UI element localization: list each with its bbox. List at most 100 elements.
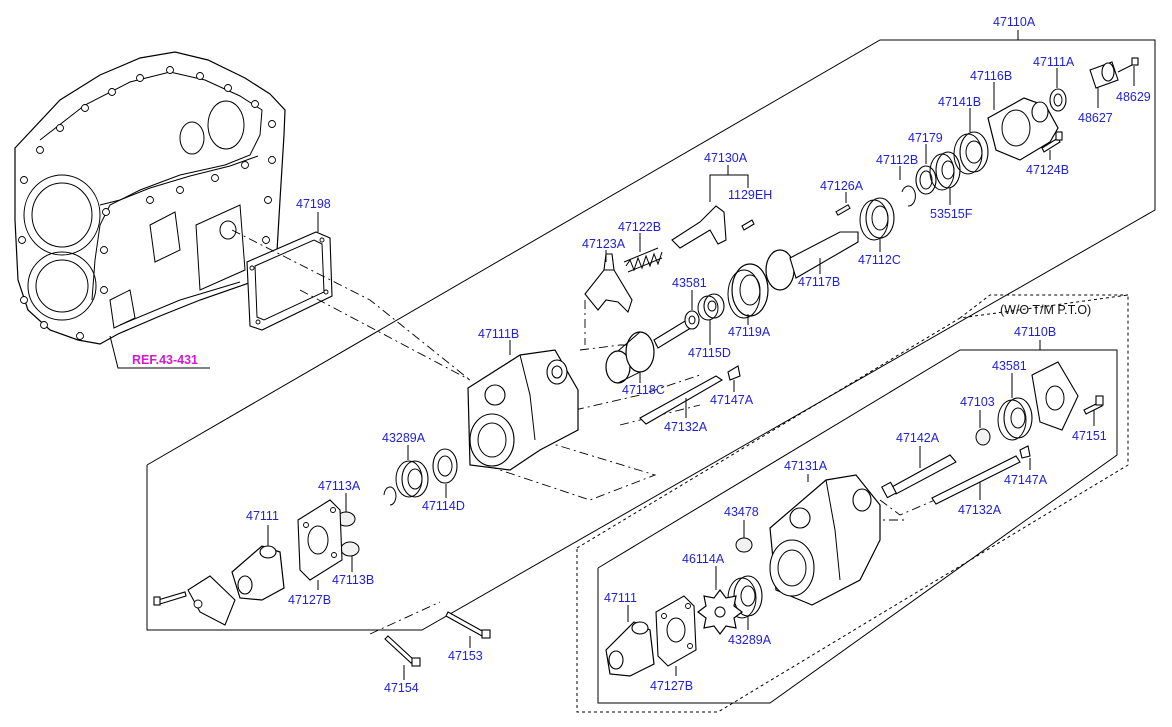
label-47113B[interactable]: 47113B — [332, 573, 374, 587]
bolt-47124B — [1041, 131, 1063, 153]
label-47198[interactable]: 47198 — [296, 197, 331, 211]
part-labels: 47198 47110A 47111A 48629 47116B 48627 4… — [246, 15, 1151, 695]
label-47142A[interactable]: 47142A — [896, 431, 940, 445]
snap-ring-47112B — [901, 185, 916, 207]
label-47154[interactable]: 47154 — [384, 681, 419, 695]
label-47147A-main[interactable]: 47147A — [710, 393, 754, 407]
pump-body-47111B — [467, 349, 579, 471]
label-47130A[interactable]: 47130A — [704, 151, 748, 165]
label-43289A-main[interactable]: 43289A — [382, 431, 426, 445]
pump-gasket-main — [187, 575, 236, 626]
label-47151[interactable]: 47151 — [1072, 429, 1107, 443]
label-47141B[interactable]: 47141B — [938, 95, 981, 109]
snap-ring — [383, 486, 397, 506]
bearing-47114D — [432, 448, 458, 484]
label-43581-main[interactable]: 43581 — [672, 276, 707, 290]
pump-body-47131A — [769, 474, 881, 606]
bearing-47141B — [953, 131, 989, 175]
label-48629[interactable]: 48629 — [1116, 90, 1151, 104]
lever-47130A — [671, 205, 755, 249]
label-47111A[interactable]: 47111A — [1033, 55, 1075, 69]
reference-label[interactable]: REF.43-431 — [132, 353, 198, 367]
cover-plate-47127B-sub — [655, 595, 697, 667]
bushing-47113B — [340, 541, 360, 557]
bearing-cover-47116B — [987, 97, 1059, 161]
drive-gear-47118C — [605, 317, 695, 384]
label-47153[interactable]: 47153 — [448, 649, 483, 663]
label-47119A[interactable]: 47119A — [728, 325, 771, 339]
gasket-47198 — [246, 212, 333, 331]
label-43478[interactable]: 43478 — [724, 505, 759, 519]
label-47114D[interactable]: 47114D — [422, 499, 465, 513]
label-47113A[interactable]: 47113A — [318, 479, 361, 493]
label-47111-main[interactable]: 47111 — [246, 509, 279, 523]
collar-47103 — [975, 428, 991, 446]
label-43289A-sub[interactable]: 43289A — [728, 633, 772, 647]
transmission-housing — [14, 51, 286, 345]
label-47122B[interactable]: 47122B — [618, 220, 661, 234]
label-47127B-main[interactable]: 47127B — [288, 593, 331, 607]
gear-shaft-47117B — [765, 231, 859, 291]
ring-47179 — [915, 165, 937, 195]
bearing-47112C — [859, 197, 895, 241]
label-47115D[interactable]: 47115D — [688, 346, 731, 360]
fitting-48627 — [1089, 61, 1119, 89]
plug-47147A-main — [727, 365, 741, 381]
pump-47111-sub — [605, 621, 655, 677]
label-47103[interactable]: 47103 — [960, 395, 995, 409]
label-47124B[interactable]: 47124B — [1026, 163, 1069, 177]
shaft-47132A-main — [639, 375, 724, 425]
label-47110B[interactable]: 47110B — [1014, 325, 1056, 339]
label-1129EH[interactable]: 1129EH — [728, 188, 772, 202]
label-46114A[interactable]: 46114A — [682, 552, 725, 566]
needle-bearing-47115D — [697, 293, 725, 321]
bolt-left — [153, 591, 187, 606]
pump-47111-main — [231, 545, 285, 601]
label-43581-sub[interactable]: 43581 — [992, 359, 1027, 373]
screw-48629 — [1117, 57, 1139, 73]
label-47112B[interactable]: 47112B — [876, 153, 918, 167]
label-47111-sub[interactable]: 47111 — [604, 591, 637, 605]
seal-47111A — [1049, 88, 1067, 112]
shaft-47142A — [881, 454, 957, 499]
label-47118C[interactable]: 47118C — [622, 383, 665, 397]
label-47147A-sub[interactable]: 47147A — [1004, 473, 1048, 487]
housing-bolt-holes — [18, 66, 276, 340]
label-47131A[interactable]: 47131A — [784, 459, 828, 473]
bolt-47151 — [1083, 395, 1104, 415]
bushing-43478 — [735, 537, 753, 553]
rotor-46114A — [697, 589, 743, 635]
bolt-47154 — [384, 635, 421, 667]
label-wo-pto-note[interactable]: (W/O T/M P.T.O) — [1000, 303, 1091, 317]
group-frame-sub — [597, 340, 1118, 704]
cover-plate-sub — [1031, 361, 1079, 431]
plug-47147A-sub — [1019, 445, 1031, 459]
label-47111B[interactable]: 47111B — [478, 327, 519, 341]
shift-fork-47123A — [584, 253, 633, 314]
key-47126A — [835, 204, 851, 216]
label-47116B[interactable]: 47116B — [970, 69, 1012, 83]
shaft-47132A-sub — [931, 455, 1021, 505]
label-47179[interactable]: 47179 — [908, 131, 943, 145]
label-47127B-sub[interactable]: 47127B — [650, 679, 693, 693]
bolt-47153 — [445, 611, 491, 639]
label-47110A[interactable]: 47110A — [993, 15, 1036, 29]
label-53515F[interactable]: 53515F — [930, 207, 973, 221]
oil-seal-43581-main — [684, 310, 700, 330]
reference-callout: REF.43-431 — [109, 335, 210, 369]
label-47112C[interactable]: 47112C — [858, 253, 901, 267]
label-47132A-main[interactable]: 47132A — [664, 420, 708, 434]
assembly-lines — [231, 229, 936, 635]
group-frame-wo-pto — [576, 294, 1129, 713]
cover-plate-47127B-main — [297, 499, 343, 581]
label-47123A[interactable]: 47123A — [582, 237, 626, 251]
label-47126A[interactable]: 47126A — [820, 179, 864, 193]
label-48627[interactable]: 48627 — [1078, 111, 1113, 125]
label-47132A-sub[interactable]: 47132A — [958, 503, 1002, 517]
spring-47122B — [623, 247, 663, 273]
oil-seal-43289A — [395, 460, 429, 498]
coupler-47119A — [727, 263, 769, 319]
label-47117B[interactable]: 47117B — [798, 275, 840, 289]
group-frame-main — [146, 30, 1156, 631]
